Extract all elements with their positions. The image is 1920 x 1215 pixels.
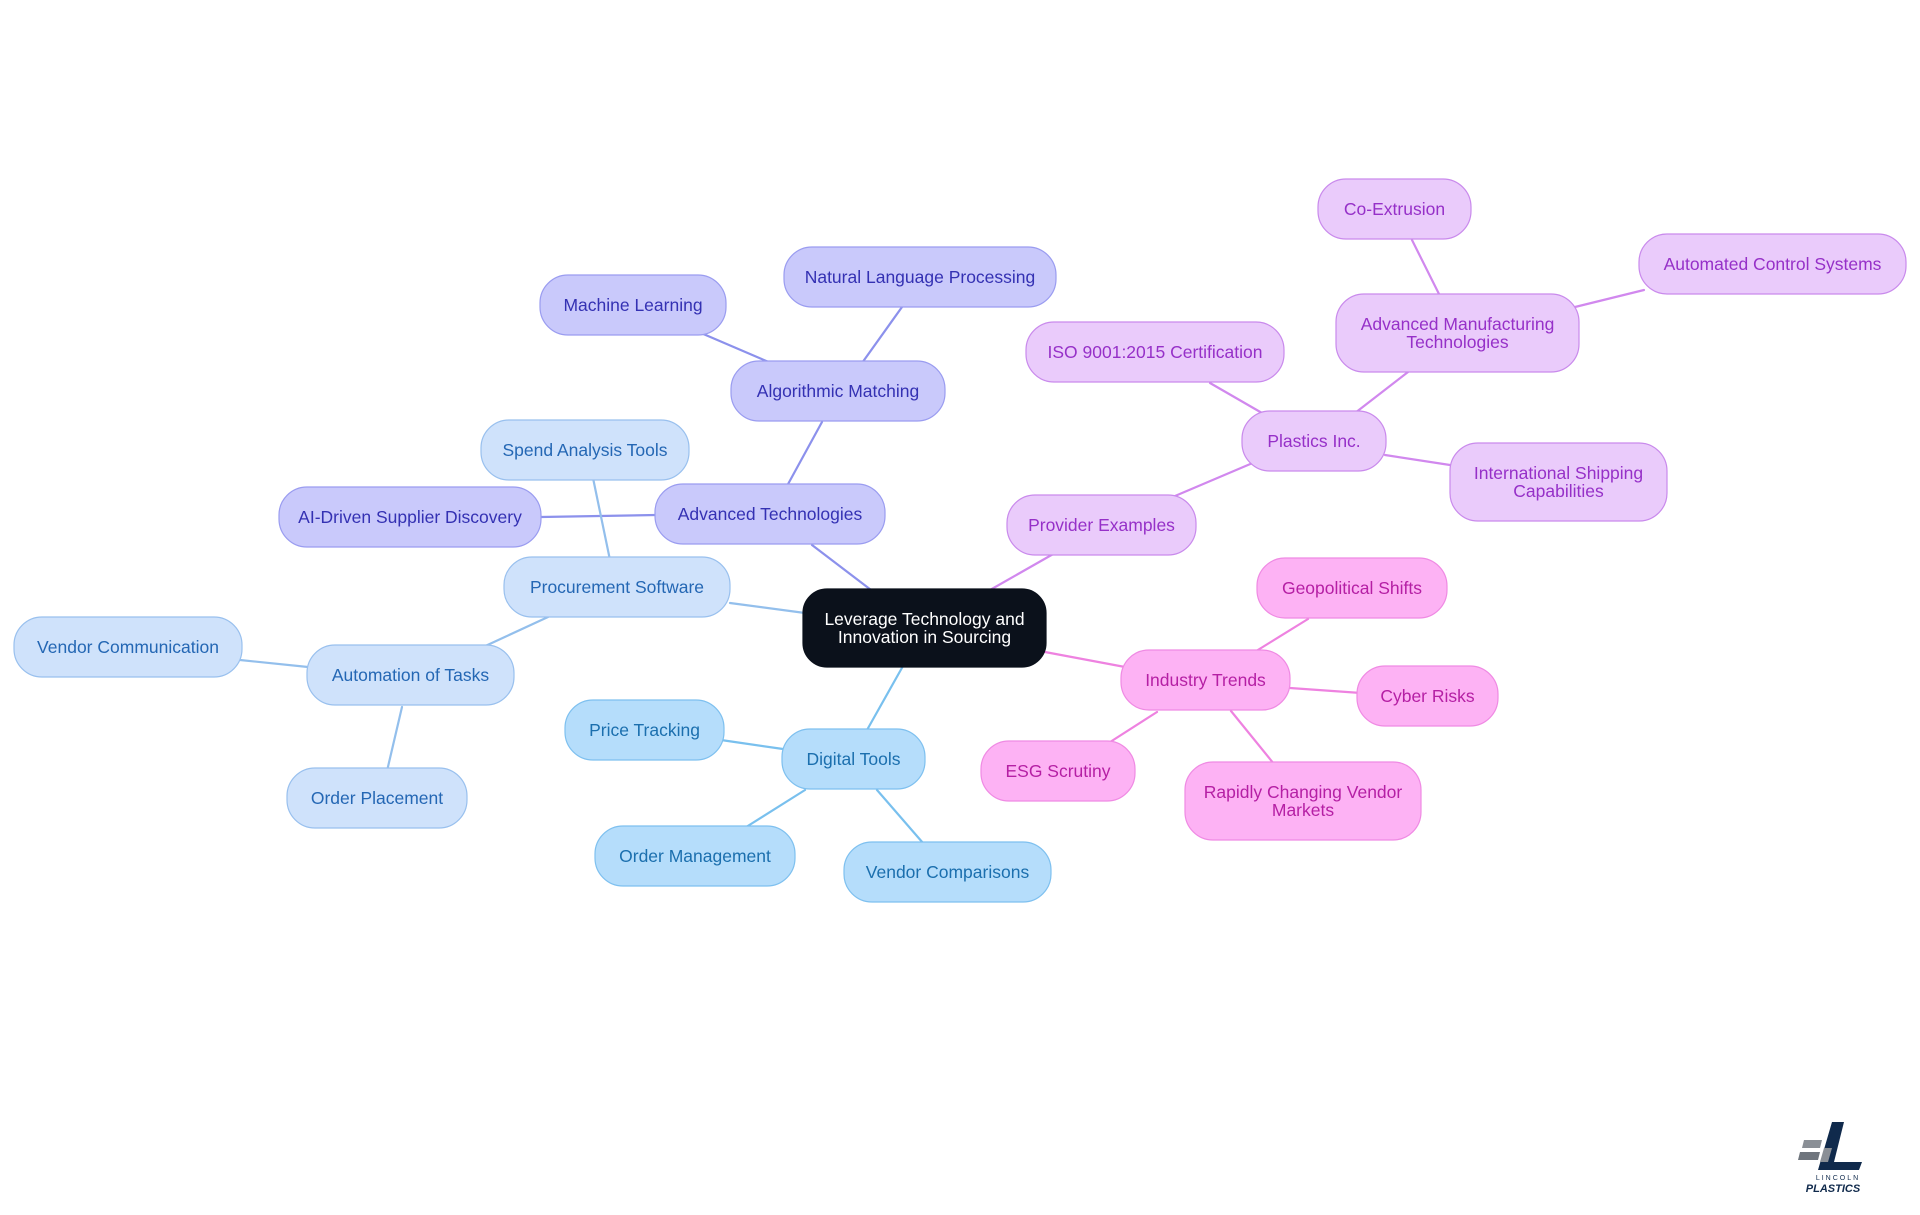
edge-root-digital-tools	[865, 664, 905, 732]
node-order-placement-label: Order Placement	[311, 788, 443, 808]
edge-plastics-inc-international-shipping	[1383, 453, 1452, 467]
node-order-management: Order Management	[594, 825, 796, 887]
node-advanced-technologies-label: Advanced Technologies	[678, 504, 863, 524]
label-line: Advanced Manufacturing	[1361, 314, 1555, 334]
edge-provider-examples-plastics-inc	[1173, 460, 1257, 498]
edge-advanced-manufacturing-co-extrusion	[1410, 238, 1442, 298]
node-spend-analysis-tools: Spend Analysis Tools	[480, 419, 690, 481]
edge-root-advanced-technologies	[810, 543, 877, 595]
label-line: Capabilities	[1513, 481, 1604, 501]
node-automated-control-systems: Automated Control Systems	[1638, 233, 1907, 295]
edge-digital-tools-price-tracking	[719, 738, 785, 751]
node-vendor-communication: Vendor Communication	[13, 616, 243, 678]
node-algorithmic-matching: Algorithmic Matching	[730, 360, 946, 422]
node-procurement-software: Procurement Software	[503, 556, 731, 618]
edge-advanced-technologies-algorithmic-matching	[785, 420, 824, 488]
edges	[238, 238, 1646, 845]
node-vendor-communication-label: Vendor Communication	[37, 637, 219, 657]
node-price-tracking-label: Price Tracking	[589, 720, 700, 740]
node-esg-scrutiny-label: ESG Scrutiny	[1005, 761, 1110, 781]
node-price-tracking: Price Tracking	[564, 699, 725, 761]
node-plastics-inc: Plastics Inc.	[1241, 410, 1387, 472]
node-ai-supplier-discovery: AI-Driven Supplier Discovery	[278, 486, 542, 548]
node-digital-tools-label: Digital Tools	[806, 749, 900, 769]
edge-algorithmic-matching-machine-learning	[699, 331, 773, 365]
node-advanced-technologies: Advanced Technologies	[654, 483, 886, 545]
node-vendor-comparisons-label: Vendor Comparisons	[866, 862, 1030, 882]
node-nlp-label: Natural Language Processing	[805, 267, 1036, 287]
edge-digital-tools-vendor-comparisons	[875, 788, 925, 845]
edge-root-provider-examples	[988, 551, 1057, 592]
edge-digital-tools-order-management	[741, 788, 807, 831]
node-machine-learning-label: Machine Learning	[563, 295, 702, 315]
node-geopolitical-shifts-label: Geopolitical Shifts	[1282, 578, 1422, 598]
node-automation-of-tasks-label: Automation of Tasks	[332, 665, 490, 685]
node-iso-certification-label: ISO 9001:2015 Certification	[1048, 342, 1263, 362]
edge-advanced-manufacturing-automated-control	[1573, 288, 1646, 309]
node-geopolitical-shifts: Geopolitical Shifts	[1256, 557, 1448, 619]
svg-text:PLASTICS: PLASTICS	[1806, 1183, 1861, 1195]
label-line: Rapidly Changing Vendor	[1204, 782, 1403, 802]
node-cyber-risks-label: Cyber Risks	[1380, 686, 1475, 706]
label-line: International Shipping	[1474, 463, 1643, 483]
logo-mark-icon: LINCOLN PLASTICS	[1798, 1122, 1862, 1195]
svg-text:LINCOLN: LINCOLN	[1816, 1175, 1860, 1182]
edge-automation-vendor-communication	[238, 658, 310, 669]
node-industry-trends: Industry Trends	[1120, 649, 1291, 711]
node-cyber-risks: Cyber Risks	[1356, 665, 1499, 727]
node-plastics-inc-label: Plastics Inc.	[1267, 431, 1360, 451]
edge-plastics-inc-advanced-manufacturing	[1353, 370, 1410, 415]
node-automated-control-systems-label: Automated Control Systems	[1664, 254, 1882, 274]
edge-plastics-inc-iso	[1208, 381, 1264, 415]
node-industry-trends-label: Industry Trends	[1145, 670, 1266, 690]
edge-root-procurement-software	[728, 601, 807, 615]
node-machine-learning: Machine Learning	[539, 274, 727, 336]
node-spend-analysis-tools-label: Spend Analysis Tools	[502, 440, 667, 460]
node-procurement-software-label: Procurement Software	[530, 577, 704, 597]
label-line: Leverage Technology and	[824, 609, 1024, 629]
node-automation-of-tasks: Automation of Tasks	[306, 644, 515, 706]
node-order-placement: Order Placement	[286, 767, 468, 829]
node-order-management-label: Order Management	[619, 846, 771, 866]
node-vendor-comparisons: Vendor Comparisons	[843, 841, 1052, 903]
node-ai-supplier-discovery-label: AI-Driven Supplier Discovery	[298, 507, 522, 527]
node-algorithmic-matching-label: Algorithmic Matching	[757, 381, 919, 401]
edge-industry-trends-geopolitical	[1251, 617, 1310, 655]
node-iso-certification: ISO 9001:2015 Certification	[1025, 321, 1285, 383]
edge-industry-trends-vendor-markets	[1229, 709, 1276, 766]
lincoln-plastics-logo: LINCOLN PLASTICS	[1798, 1118, 1878, 1198]
edge-automation-order-placement	[385, 705, 404, 773]
edge-industry-trends-cyber	[1288, 686, 1363, 695]
edge-industry-trends-esg	[1105, 710, 1159, 746]
edge-algorithmic-matching-nlp	[860, 305, 904, 365]
label-line: Markets	[1272, 800, 1334, 820]
label-line: Innovation in Sourcing	[838, 627, 1011, 647]
node-digital-tools: Digital Tools	[781, 728, 926, 790]
edge-procurement-software-spend-analysis	[591, 476, 612, 562]
edge-advanced-technologies-ai-supplier	[539, 513, 658, 519]
edge-root-industry-trends	[1043, 650, 1127, 669]
node-co-extrusion: Co-Extrusion	[1317, 178, 1472, 240]
node-esg-scrutiny: ESG Scrutiny	[980, 740, 1136, 802]
node-provider-examples-label: Provider Examples	[1028, 515, 1175, 535]
node-nlp: Natural Language Processing	[783, 246, 1057, 308]
node-co-extrusion-label: Co-Extrusion	[1344, 199, 1445, 219]
node-provider-examples: Provider Examples	[1006, 494, 1197, 556]
label-line: Technologies	[1406, 332, 1508, 352]
edge-procurement-software-automation	[479, 615, 550, 650]
